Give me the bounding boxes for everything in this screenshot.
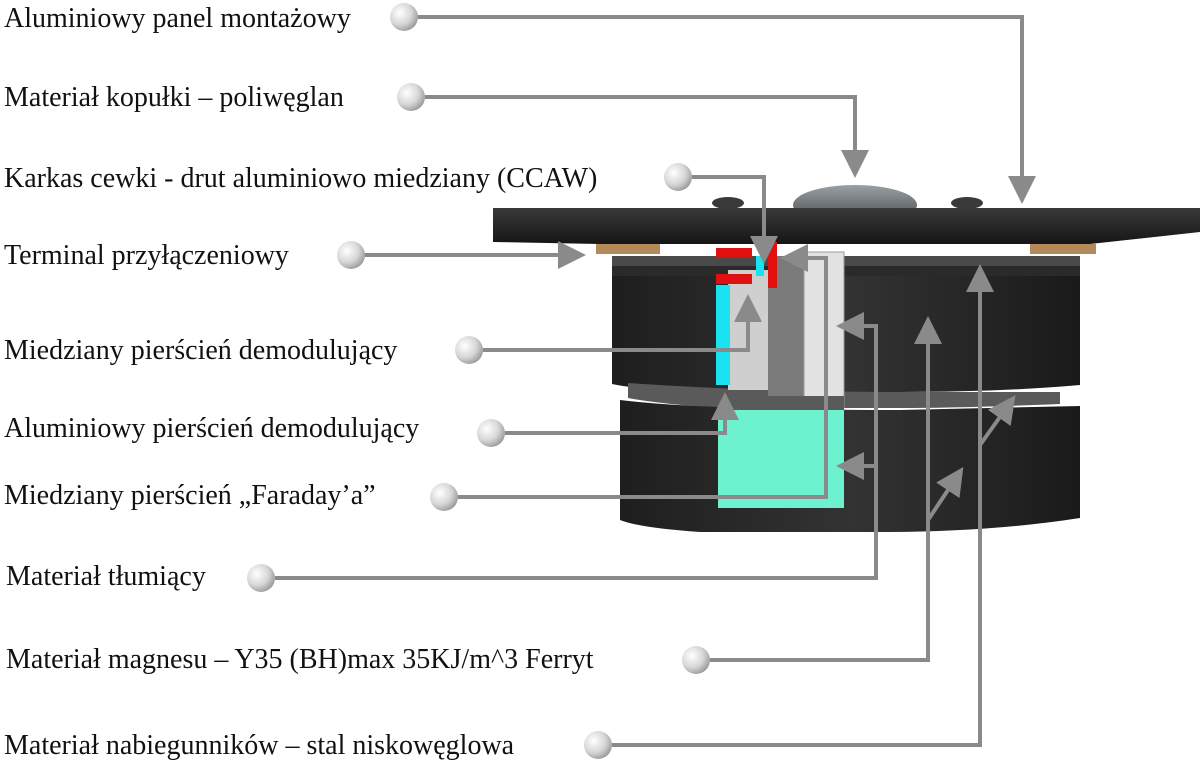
bullet-aluminium-demod [477, 419, 505, 447]
terminal-left [596, 244, 660, 254]
voice-coil-lower [716, 274, 752, 284]
label-voice-coil: Karkas cewki - drut aluminiowo miedziany… [4, 163, 597, 194]
leader-damping [275, 312, 878, 580]
bullet-pole-pieces [584, 731, 612, 759]
leader-magnet-2 [926, 467, 964, 522]
leader-faraday [458, 244, 828, 499]
cyan-ring-top [756, 256, 764, 276]
leader-dome [425, 95, 869, 178]
leader-copper-demod [483, 294, 762, 352]
cyan-ring-section [716, 285, 730, 385]
voice-coil-vertical [768, 242, 777, 288]
bullet-dome [397, 83, 425, 111]
leader-aluminium-demod [505, 392, 739, 435]
leader-voice-coil [692, 175, 778, 264]
label-faraday-ring: Miedziany pierścień „Faraday’a” [4, 480, 376, 511]
leader-mounting-panel [418, 15, 1036, 204]
leader-pole-pieces [612, 264, 994, 747]
label-copper-demod-ring: Miedziany pierścień demodulujący [4, 335, 397, 366]
leader-magnet [710, 316, 942, 662]
damping-section [718, 410, 844, 508]
bullet-damping [247, 564, 275, 592]
label-texts: Aluminiowy panel montażowy Materiał kopu… [4, 3, 597, 761]
label-dome: Materiał kopułki – poliwęglan [4, 82, 344, 113]
top-band-shade [612, 266, 1080, 276]
bullet-voice-coil [664, 163, 692, 191]
leader-pole-pieces-2 [978, 395, 1016, 447]
terminal-right [1030, 244, 1096, 254]
screw-head-left [712, 197, 744, 209]
bullet-magnet [682, 646, 710, 674]
bullet-terminal [337, 241, 365, 269]
label-magnet: Materiał magnesu – Y35 (BH)max 35KJ/m^3 … [6, 644, 594, 675]
mounting-panel [493, 208, 1200, 244]
label-damping: Materiał tłumiący [6, 561, 206, 592]
label-terminal: Terminal przyłączeniowy [4, 240, 289, 271]
voice-coil-upper [716, 248, 752, 258]
bullet-mounting-panel [390, 3, 418, 31]
bullet-copper-demod [455, 336, 483, 364]
bullet-faraday [430, 483, 458, 511]
label-bullets [247, 3, 710, 759]
label-aluminium-demod-ring: Aluminiowy pierścień demodulujący [4, 413, 419, 444]
leader-lines [275, 15, 1036, 747]
driver-illustration [493, 185, 1200, 532]
faraday-ring-section [718, 396, 844, 410]
label-mounting-panel: Aluminiowy panel montażowy [4, 3, 351, 34]
label-pole-pieces: Materiał nabiegunników – stal niskowęglo… [4, 730, 515, 761]
screw-head-right [951, 197, 983, 209]
